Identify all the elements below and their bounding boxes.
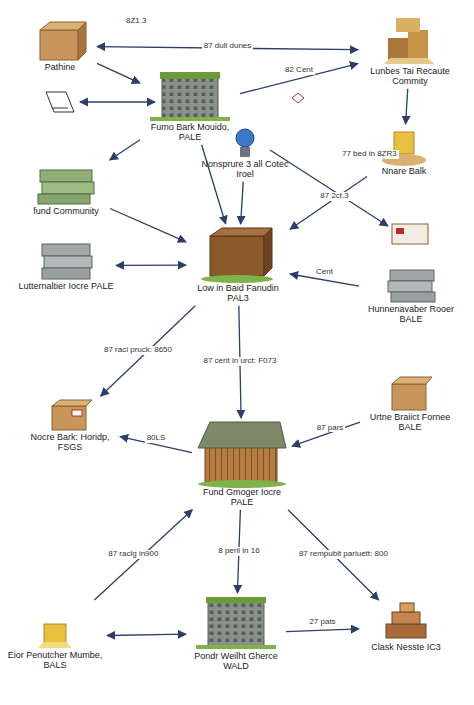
edge-label: 87 raclg in900	[106, 550, 160, 559]
building-icon	[150, 72, 230, 121]
person-icon	[236, 93, 304, 157]
edge-label: 27 pats	[307, 618, 337, 627]
icon-node: Nonsprure 3 all Cotec Iroel	[197, 128, 293, 180]
flow-arrow	[286, 629, 359, 632]
node-label: Low in Baid Fanudin PAL3	[188, 283, 288, 304]
node-label: Urtne Braiict Fornee BALE	[362, 412, 458, 433]
box-icon	[40, 22, 86, 60]
node-label: Nonsprure 3 all Cotec Iroel	[197, 159, 293, 180]
paper-icon	[46, 92, 155, 112]
building-icon	[196, 597, 276, 649]
flow-arrow	[97, 63, 140, 83]
node-label: fund Community	[24, 206, 108, 216]
node-label: Lutternaltier Iocre PALE	[18, 281, 114, 291]
flow-note: 8Z1.3	[124, 17, 148, 26]
flow-arrow	[116, 264, 186, 266]
gold-icon	[382, 132, 426, 166]
icon-node: Fund Gmoger Iocre PALE	[194, 420, 290, 508]
node-label: Lunbes Tai Recaute Commity	[360, 66, 460, 87]
edge-label: 8 peril in 16	[216, 547, 261, 556]
icon-node: Hunnenavaber Rooer BALE	[361, 266, 461, 325]
node-label: Pondr Weilht Gherce WALD	[188, 651, 284, 672]
icon-node: Pondr Weilht Gherce WALD	[188, 595, 284, 672]
gold-stack-icon	[384, 18, 434, 64]
icon-node: fund Community	[24, 162, 108, 216]
flow-arrow	[94, 510, 192, 600]
node-label: Nnare Balk	[369, 166, 439, 176]
icon-node: Fumo Bark Mouido, PALE	[142, 70, 238, 143]
money-stack-icon	[42, 244, 92, 279]
edge-label: 87 pars	[315, 424, 346, 433]
node-label: Fumo Bark Mouido, PALE	[142, 122, 238, 143]
edge-label: 87 dull dunes	[202, 42, 254, 51]
shed-icon	[198, 422, 286, 488]
node-label: Nocre Bark: Horidp, FSGS	[22, 432, 118, 453]
flow-note: 77 bed in 8ZR3	[340, 150, 399, 159]
edge-label: 87 raci pruck: 8650	[102, 346, 174, 355]
edge-label: 87 cerit in urct: F073	[201, 357, 278, 366]
brick-stack-icon	[386, 603, 426, 638]
icon-node: Clask Nesste IC3	[361, 602, 451, 652]
edge-label: 82 Cent	[283, 66, 315, 75]
edge-label: 80LS	[145, 434, 168, 443]
node-label: Pathine	[25, 62, 95, 72]
flow-arrow	[290, 177, 367, 230]
crate-icon	[201, 228, 273, 283]
edge-label: 87 rempublt pariuett: 800	[297, 550, 390, 559]
money-stack-icon	[38, 170, 94, 204]
icon-node: Eior Penutcher Mumbe, BALS	[5, 602, 105, 671]
gold-bar-icon	[38, 624, 72, 648]
small-box-icon	[392, 224, 428, 244]
flow-arrow	[292, 422, 360, 446]
icon-node: Lunbes Tai Recaute Commity	[360, 14, 460, 87]
edge-label: 87 2ct.3	[318, 192, 350, 201]
box-icon	[52, 400, 92, 430]
flow-arrow	[110, 140, 140, 160]
node-label: Hunnenavaber Rooer BALE	[361, 304, 461, 325]
flow-arrow	[202, 145, 226, 224]
icon-node: Low in Baid Fanudin PAL3	[188, 226, 288, 304]
flow-arrow	[406, 89, 408, 124]
box-icon	[392, 377, 432, 410]
flow-arrow	[240, 64, 358, 94]
flow-arrow	[110, 209, 186, 242]
flow-arrow	[107, 634, 186, 635]
money-stack-icon	[388, 270, 435, 302]
node-label: Eior Penutcher Mumbe, BALS	[5, 650, 105, 671]
icon-node: Urtne Braiict Fornee BALE	[362, 376, 458, 433]
icon-node: Nocre Bark: Horidp, FSGS	[22, 398, 118, 453]
edge-label: Cent	[314, 268, 335, 277]
icon-node: Lutternaltier Iocre PALE	[18, 240, 114, 291]
node-label: Fund Gmoger Iocre PALE	[194, 487, 290, 508]
icon-node: Pathine	[25, 20, 95, 72]
flow-arrow	[241, 182, 244, 224]
flow-arrow	[101, 306, 196, 396]
node-label: Clask Nesste IC3	[361, 642, 451, 652]
